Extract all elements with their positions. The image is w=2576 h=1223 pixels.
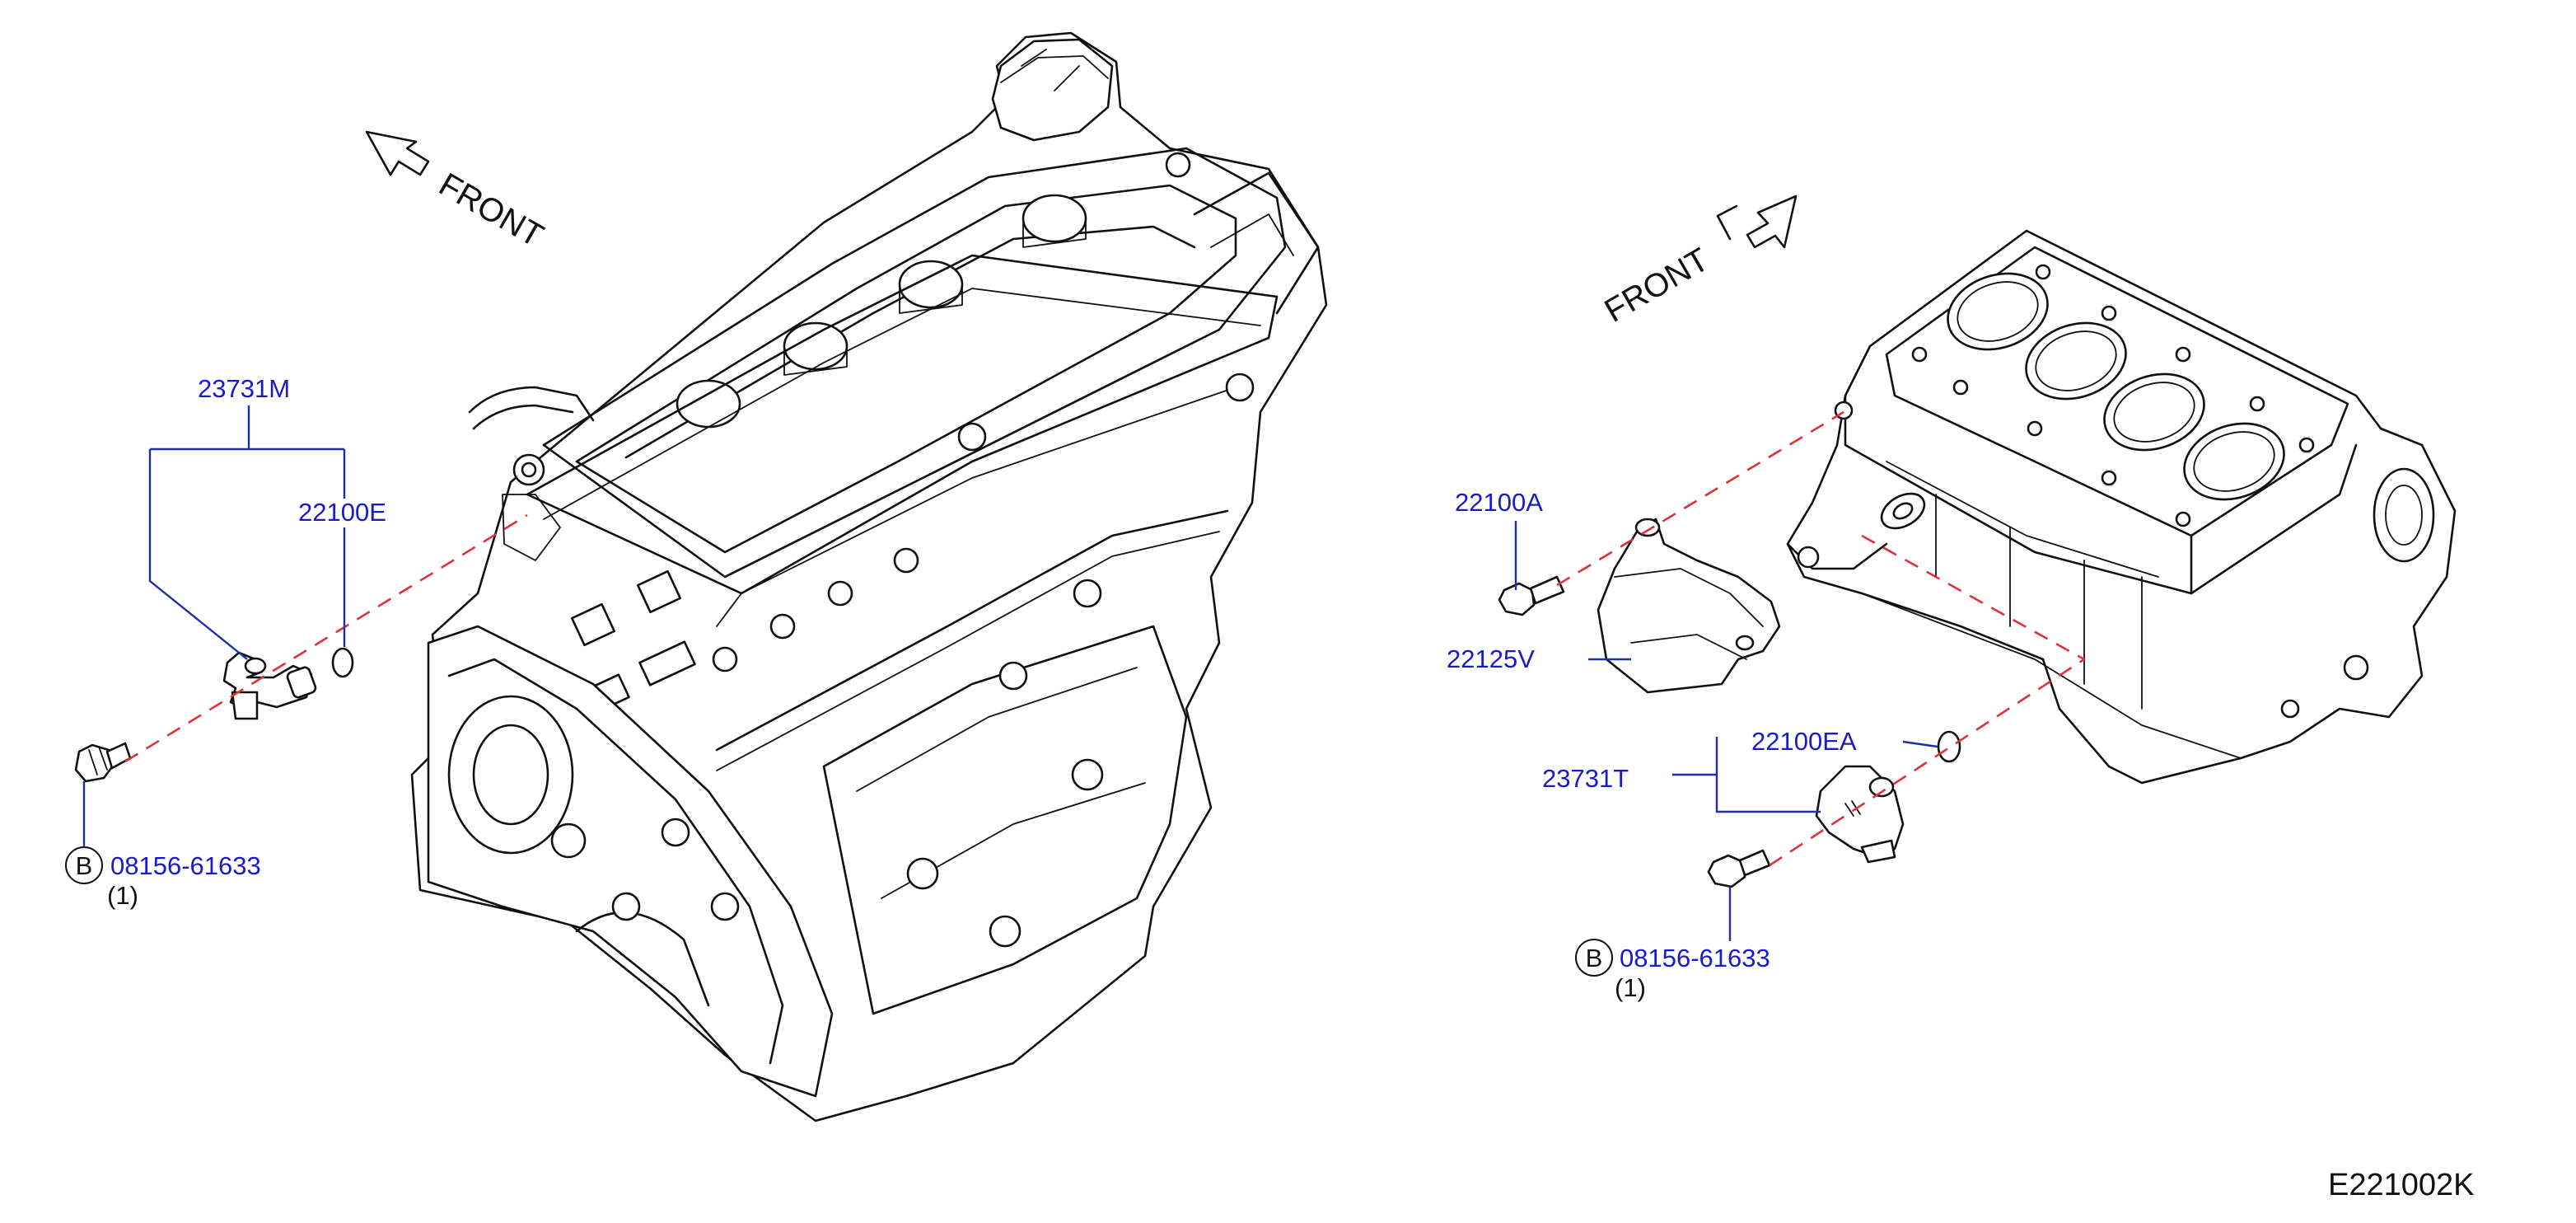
install-line-right-b bbox=[1769, 658, 2085, 867]
quantity-right: (1) bbox=[1615, 973, 1646, 1002]
bolt-b-right bbox=[1707, 849, 1771, 888]
bracket-right bbox=[1597, 518, 1781, 694]
part-number-22100e: 22100E bbox=[298, 498, 386, 527]
bolt-left bbox=[74, 742, 132, 783]
cylinder-block-right bbox=[1786, 229, 2457, 785]
leaders-left bbox=[82, 405, 346, 850]
part-number-23731t: 23731T bbox=[1542, 764, 1629, 793]
cam-position-sensor-left bbox=[222, 651, 317, 720]
part-number-22125v: 22125V bbox=[1447, 644, 1535, 673]
install-line-left bbox=[124, 513, 528, 763]
part-number-08156-61633-left: 08156-61633 bbox=[110, 851, 261, 880]
part-number-22100ea: 22100EA bbox=[1751, 727, 1857, 756]
engine-assembly-left bbox=[410, 31, 1328, 1122]
install-line-right-a bbox=[1556, 410, 1844, 587]
diagram-code: E221002K bbox=[2328, 1168, 2475, 1202]
part-number-23731m: 23731M bbox=[198, 374, 290, 403]
bolt-symbol-circle-right bbox=[1575, 939, 1613, 977]
leaders-right bbox=[1514, 521, 1938, 941]
bolt-symbol-left: B bbox=[76, 851, 93, 880]
bolt-callout-left: B 08156-61633 (1) bbox=[65, 846, 261, 910]
install-line-right-c bbox=[1861, 534, 2085, 661]
front-label-right: FRONT bbox=[1599, 241, 1715, 330]
oring-right bbox=[1937, 730, 1961, 763]
front-arrow-left: FRONT bbox=[365, 130, 549, 255]
oring-left bbox=[331, 647, 354, 678]
bolt-symbol-right: B bbox=[1586, 944, 1603, 972]
front-arrow-right: FRONT bbox=[1599, 194, 1798, 330]
part-number-22100a: 22100A bbox=[1455, 488, 1543, 517]
front-label-left: FRONT bbox=[433, 166, 549, 255]
cam-position-sensor-right bbox=[1815, 765, 1905, 864]
part-number-08156-61633-right: 08156-61633 bbox=[1620, 944, 1770, 972]
bolt-a-right bbox=[1498, 575, 1565, 616]
bolt-symbol-circle-left bbox=[65, 846, 103, 884]
quantity-left: (1) bbox=[107, 881, 138, 910]
bolt-callout-right: B 08156-61633 (1) bbox=[1575, 939, 1770, 1002]
